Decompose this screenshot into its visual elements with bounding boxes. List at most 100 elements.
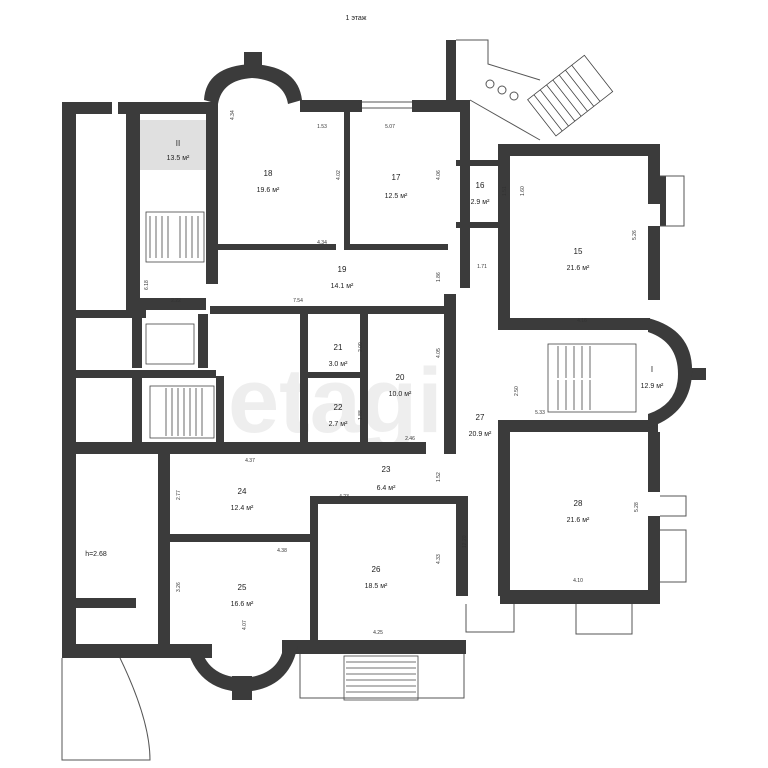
dim-label: 1.88	[358, 410, 364, 420]
svg-text:21: 21	[334, 343, 343, 352]
wall-east-28b	[648, 516, 660, 604]
room-label-17: 17 12.5 м²	[385, 173, 408, 200]
svg-text:12.5 м²: 12.5 м²	[385, 193, 408, 200]
wall-26-north	[310, 496, 460, 504]
interior-walls	[76, 102, 510, 646]
bay-north-tip	[244, 52, 262, 74]
svg-text:21.6 м²: 21.6 м²	[567, 517, 590, 524]
dimension-labels: 4.34 1.53 5.07 4.02 4.06 1.51 1.60 5.26 …	[144, 110, 640, 636]
room-label-19: 19 14.1 м²	[331, 265, 354, 290]
wall-lift-west	[132, 314, 142, 368]
dim-label: 1.60	[520, 186, 526, 196]
dim-label: 2.46	[405, 436, 415, 442]
svg-text:28: 28	[574, 499, 583, 508]
svg-text:16.6 м²: 16.6 м²	[231, 601, 254, 608]
bay-east	[648, 318, 693, 428]
svg-text:12.9 м²: 12.9 м²	[641, 383, 664, 390]
bay-tip-east	[690, 368, 706, 380]
exterior-walls	[62, 40, 706, 658]
stair-north	[145, 211, 205, 263]
dim-label: 4.02	[336, 170, 342, 180]
window-15-frame	[660, 176, 666, 226]
svg-text:18.5 м²: 18.5 м²	[365, 583, 388, 590]
wall-stair2-west	[132, 376, 142, 446]
svg-text:19: 19	[338, 265, 347, 274]
wall-corridor-left	[76, 310, 146, 318]
svg-text:25: 25	[238, 583, 247, 592]
dim-label: 4.05	[436, 348, 442, 358]
dim-label: 5.28	[634, 502, 640, 512]
bay-north	[204, 64, 302, 104]
wall-lift-east	[198, 314, 208, 368]
room-label-I: I 12.9 м²	[641, 365, 664, 390]
room-label-II: II 13.5 м²	[167, 139, 190, 162]
dim-label: 1.86	[436, 272, 442, 282]
lift-shaft	[145, 323, 195, 365]
dim-label: 4.34	[230, 110, 236, 120]
wall-17-south	[344, 244, 448, 250]
dim-label: 4.07	[242, 620, 248, 630]
wall-south-west	[62, 644, 212, 658]
wall-21-south	[304, 372, 364, 378]
room-label-16: 16 2.9 м²	[471, 181, 490, 206]
wall-south-26	[316, 640, 466, 654]
wall-18-17	[344, 106, 350, 246]
watermark-logo: etagi	[228, 350, 443, 452]
stairwells	[140, 54, 637, 701]
ceiling-height-note: h=2.68	[85, 551, 107, 558]
room-label-20: 20 10.0 м²	[389, 373, 412, 398]
room-II-shade	[140, 120, 206, 170]
svg-text:15: 15	[574, 247, 583, 256]
dim-label: 1.53	[317, 124, 327, 130]
svg-text:16: 16	[476, 181, 485, 190]
wall-vestibule	[76, 598, 136, 608]
wall-24-south	[166, 534, 316, 542]
svg-text:26: 26	[372, 565, 381, 574]
wall-16-north	[456, 160, 498, 166]
wall-north-stair	[118, 102, 218, 114]
svg-text:23: 23	[382, 465, 391, 474]
room-label-15: 15 21.6 м²	[567, 247, 590, 272]
svg-text:14.1 м²: 14.1 м²	[331, 283, 354, 290]
wall-east-15a	[648, 144, 660, 204]
wall-stair-west	[126, 102, 140, 312]
bay-south	[186, 644, 298, 692]
wall-east-28a	[648, 432, 660, 492]
dim-label: 4.23	[339, 494, 349, 500]
dim-label: 4.16	[577, 318, 587, 324]
dim-label: 12.20	[462, 535, 468, 548]
svg-text:I: I	[651, 365, 653, 374]
wall-north-17b	[412, 100, 464, 112]
svg-text:18: 18	[264, 169, 273, 178]
dim-label: 7.54	[293, 298, 303, 304]
svg-text:2.7 м²: 2.7 м²	[329, 421, 348, 428]
dim-label: 2.77	[176, 490, 182, 500]
dim-label: 2.22	[171, 298, 181, 304]
room-label-21: 21 3.0 м²	[329, 343, 348, 368]
room-label-26: 26 18.5 м²	[365, 565, 388, 590]
room-label-25: 25 16.6 м²	[231, 583, 254, 608]
room-label-27: 27 20.9 м²	[469, 413, 492, 438]
wall-north-15	[498, 144, 660, 156]
dim-label: 4.37	[245, 458, 255, 464]
wall-24-west	[158, 454, 170, 644]
stair-east	[547, 343, 637, 413]
room-label-28: 28 21.6 м²	[567, 499, 590, 524]
dim-label: 6.18	[144, 280, 150, 290]
dim-label: 5.07	[385, 124, 395, 130]
svg-text:12.4 м²: 12.4 м²	[231, 505, 254, 512]
svg-text:6.4 м²: 6.4 м²	[377, 485, 396, 492]
stair-balcony	[527, 54, 614, 137]
wall-east-upper	[460, 100, 470, 288]
dim-label: 3.26	[176, 582, 182, 592]
svg-text:II: II	[176, 139, 180, 148]
wall-28-west	[498, 420, 510, 596]
svg-text:24: 24	[238, 487, 247, 496]
wall-north-left	[62, 102, 112, 114]
room-label-18: 18 19.6 м²	[257, 169, 280, 194]
wall-west-outer	[62, 102, 76, 656]
dim-label: 2.50	[514, 386, 520, 396]
svg-text:13.5 м²: 13.5 м²	[167, 155, 190, 162]
